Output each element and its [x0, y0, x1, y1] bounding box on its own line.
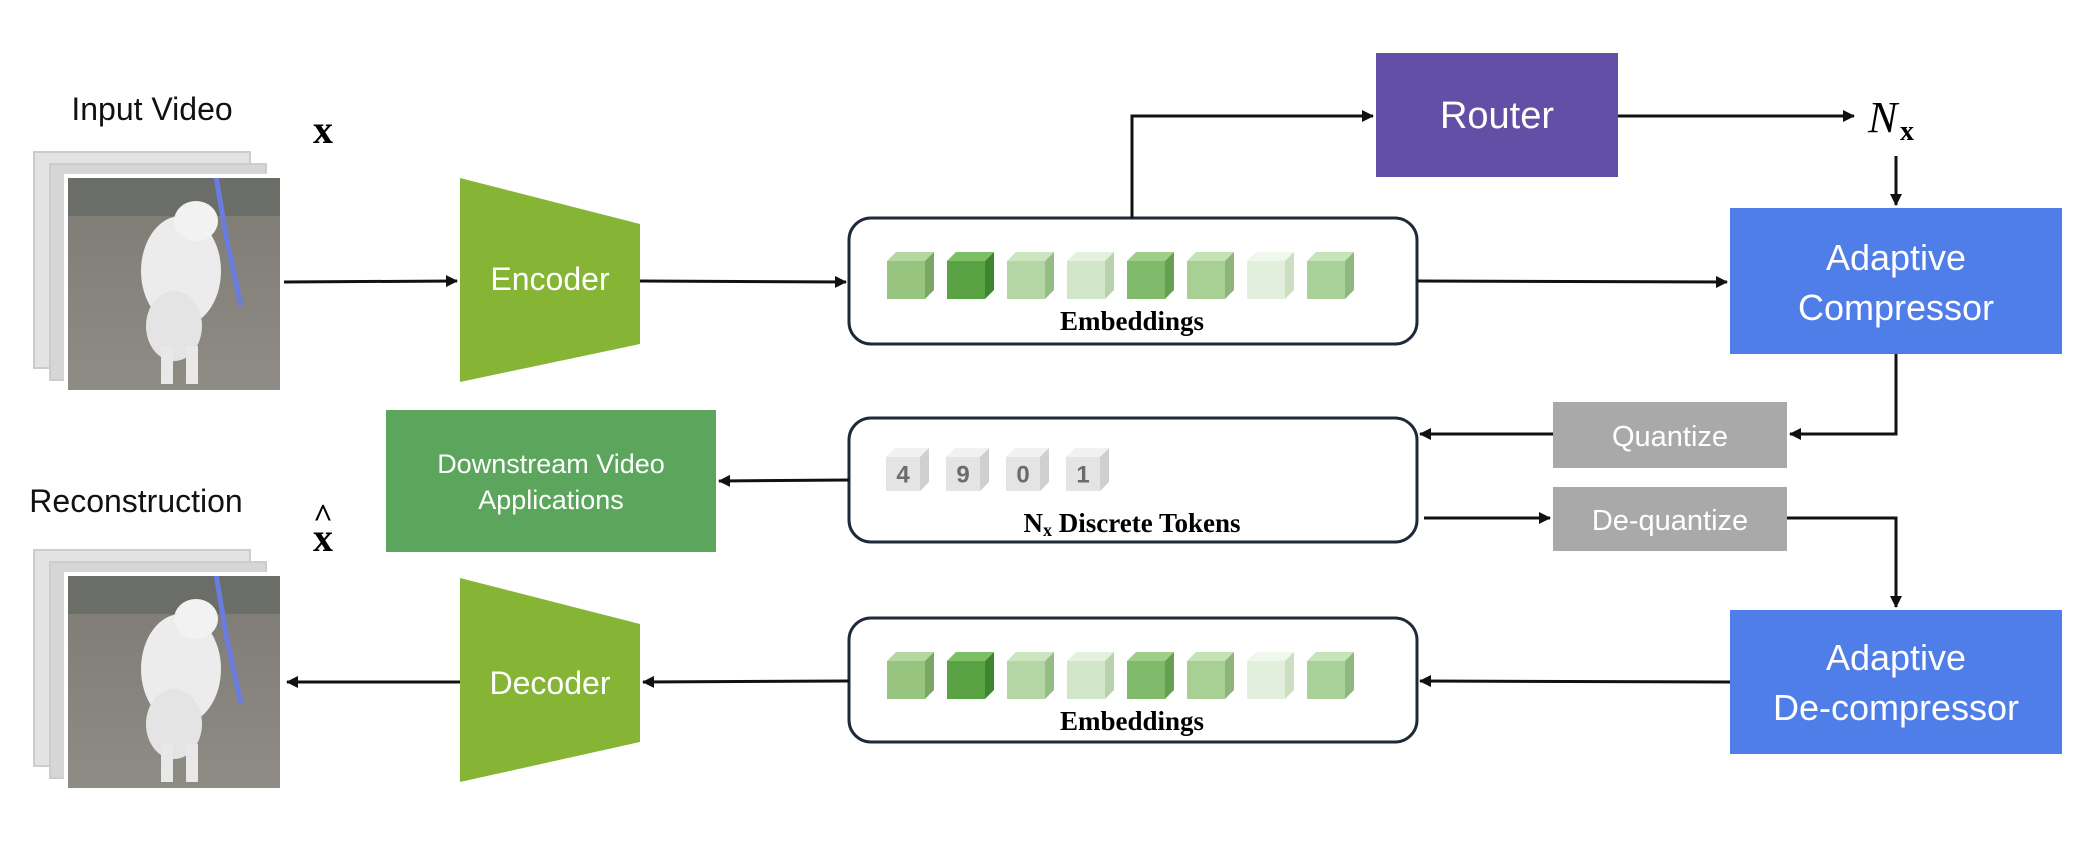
arrow-encoder-to-embeddings: [639, 275, 847, 288]
nx-subscript: x: [1900, 116, 1914, 147]
decoder-label: Decoder: [490, 665, 611, 701]
arrow-embeddings-to-router: [1130, 110, 1374, 218]
downstream-label-line1: Downstream Video: [437, 449, 665, 479]
token-cube: 0: [1006, 448, 1049, 491]
reconstruction-frames: [33, 549, 282, 790]
embedding-cube: [1067, 252, 1114, 299]
reconstruction-thumbnail: [66, 574, 282, 790]
x-symbol: x: [313, 107, 333, 152]
embedding-cubes-top: [887, 252, 1354, 299]
arrow-dequantize-to-decompressor: [1787, 516, 1902, 608]
token-value: 1: [1076, 462, 1089, 489]
input-video-label: Input Video: [71, 91, 232, 127]
token-cube: 9: [946, 448, 989, 491]
dequantize-label: De-quantize: [1592, 505, 1748, 537]
arrow-decompressor-to-embeddings: [1419, 675, 1731, 688]
dequantize-block: [1553, 487, 1787, 551]
token-cube: 4: [886, 448, 929, 491]
reconstruction-label: Reconstruction: [29, 483, 242, 519]
embedding-cube: [1007, 252, 1054, 299]
token-value: 9: [956, 462, 969, 489]
input-video-thumbnail: [66, 176, 282, 392]
compressor-label-line1: Adaptive: [1826, 237, 1966, 278]
embedding-cube: [1127, 652, 1174, 699]
embedding-cube: [947, 652, 994, 699]
embedding-cubes-bottom: [887, 652, 1354, 699]
arrow-embeddings-to-decoder: [642, 675, 850, 688]
xhat-symbol: x: [313, 515, 333, 560]
embeddings-top-label: Embeddings: [1060, 306, 1204, 336]
embedding-cube: [1127, 252, 1174, 299]
embeddings-bottom-label: Embeddings: [1060, 706, 1204, 736]
token-value: 4: [896, 462, 910, 489]
downstream-applications-block: [386, 410, 716, 552]
adaptive-decompressor-block: [1730, 610, 2062, 754]
token-value: 0: [1016, 462, 1029, 489]
embedding-cube: [1247, 252, 1294, 299]
xhat-accent: ^: [313, 498, 333, 535]
arrow-input-to-encoder: [283, 275, 458, 288]
embedding-cube: [1187, 652, 1234, 699]
embedding-cube: [1067, 652, 1114, 699]
nx-symbol: N: [1867, 93, 1900, 142]
encoder-label: Encoder: [490, 261, 610, 297]
discrete-tokens-label: Nx Discrete Tokens: [1023, 508, 1240, 540]
arrow-compressor-to-quantize: [1789, 354, 1898, 440]
token-cube: 1: [1066, 448, 1109, 491]
router-label: Router: [1440, 95, 1554, 137]
discrete-token-cubes: 4 9 0 1: [886, 448, 1109, 491]
quantize-label: Quantize: [1612, 421, 1728, 453]
input-video-frames: [33, 151, 282, 392]
arrow-tokens-to-downstream: [718, 474, 850, 487]
embedding-cube: [947, 252, 994, 299]
embedding-cube: [1007, 652, 1054, 699]
encoder-block: [460, 178, 640, 382]
router-block: [1376, 53, 1618, 177]
arrow-embeddings-to-compressor: [1416, 275, 1728, 288]
decompressor-label-line2: De-compressor: [1773, 687, 2019, 728]
embedding-cube: [887, 652, 934, 699]
embedding-cube: [887, 252, 934, 299]
connection-arrows: [283, 110, 1902, 688]
embedding-cube: [1307, 652, 1354, 699]
quantize-block: [1553, 402, 1787, 468]
embedding-cube: [1187, 252, 1234, 299]
embedding-cube: [1307, 252, 1354, 299]
embedding-cube: [1247, 652, 1294, 699]
decompressor-label-line1: Adaptive: [1826, 637, 1966, 678]
downstream-label-line2: Applications: [478, 485, 624, 515]
decoder-block: [460, 578, 640, 782]
compressor-label-line2: Compressor: [1798, 287, 1994, 328]
adaptive-compressor-block: [1730, 208, 2062, 354]
